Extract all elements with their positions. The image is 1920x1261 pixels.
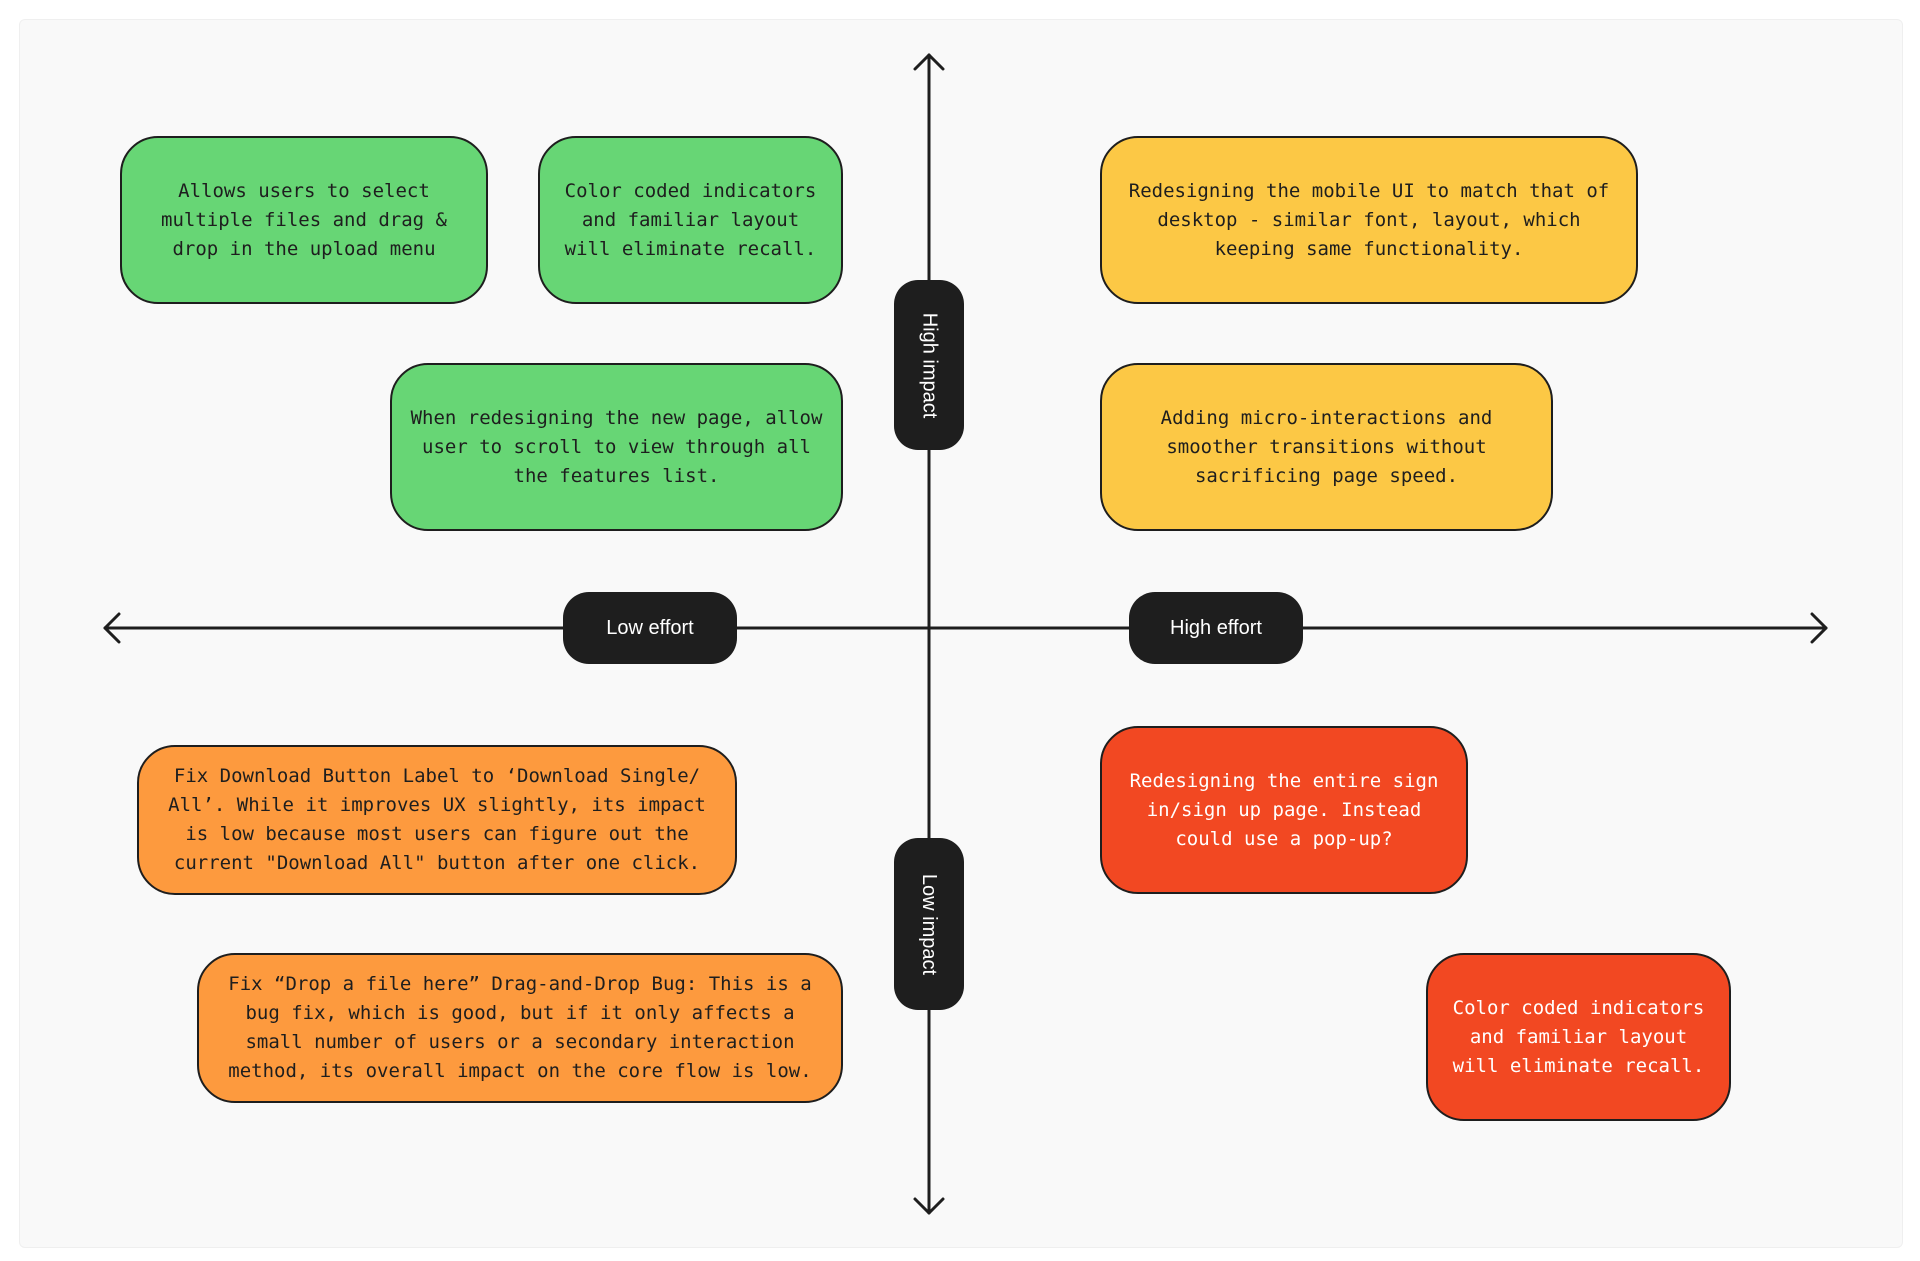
sticky-note-drag-drop-bug[interactable]: Fix “Drop a file here” Drag-and-Drop Bug… [197,953,843,1103]
down-arrowhead-icon [913,1197,945,1215]
high-impact-label: High impact [894,280,964,450]
sticky-note-sign-in-redesign[interactable]: Redesigning the entire sign in/sign up p… [1100,726,1468,894]
sticky-note-color-coded-recall[interactable]: Color coded indicators and familiar layo… [1426,953,1731,1121]
sticky-note-micro-interactions[interactable]: Adding micro-interactions and smoother t… [1100,363,1553,531]
low-impact-label: Low impact [894,838,964,1010]
sticky-note-multi-file-select[interactable]: Allows users to select multiple files an… [120,136,488,304]
left-arrowhead-icon [103,612,121,644]
low-effort-label: Low effort [563,592,737,664]
sticky-note-color-coded-indicators[interactable]: Color coded indicators and familiar layo… [538,136,843,304]
sticky-note-mobile-redesign[interactable]: Redesigning the mobile UI to match that … [1100,136,1638,304]
right-arrowhead-icon [1810,612,1828,644]
high-effort-label: High effort [1129,592,1303,664]
sticky-note-scroll-features[interactable]: When redesigning the new page, allow use… [390,363,843,531]
sticky-note-download-label[interactable]: Fix Download Button Label to ‘Download S… [137,745,737,895]
up-arrowhead-icon [913,53,945,71]
